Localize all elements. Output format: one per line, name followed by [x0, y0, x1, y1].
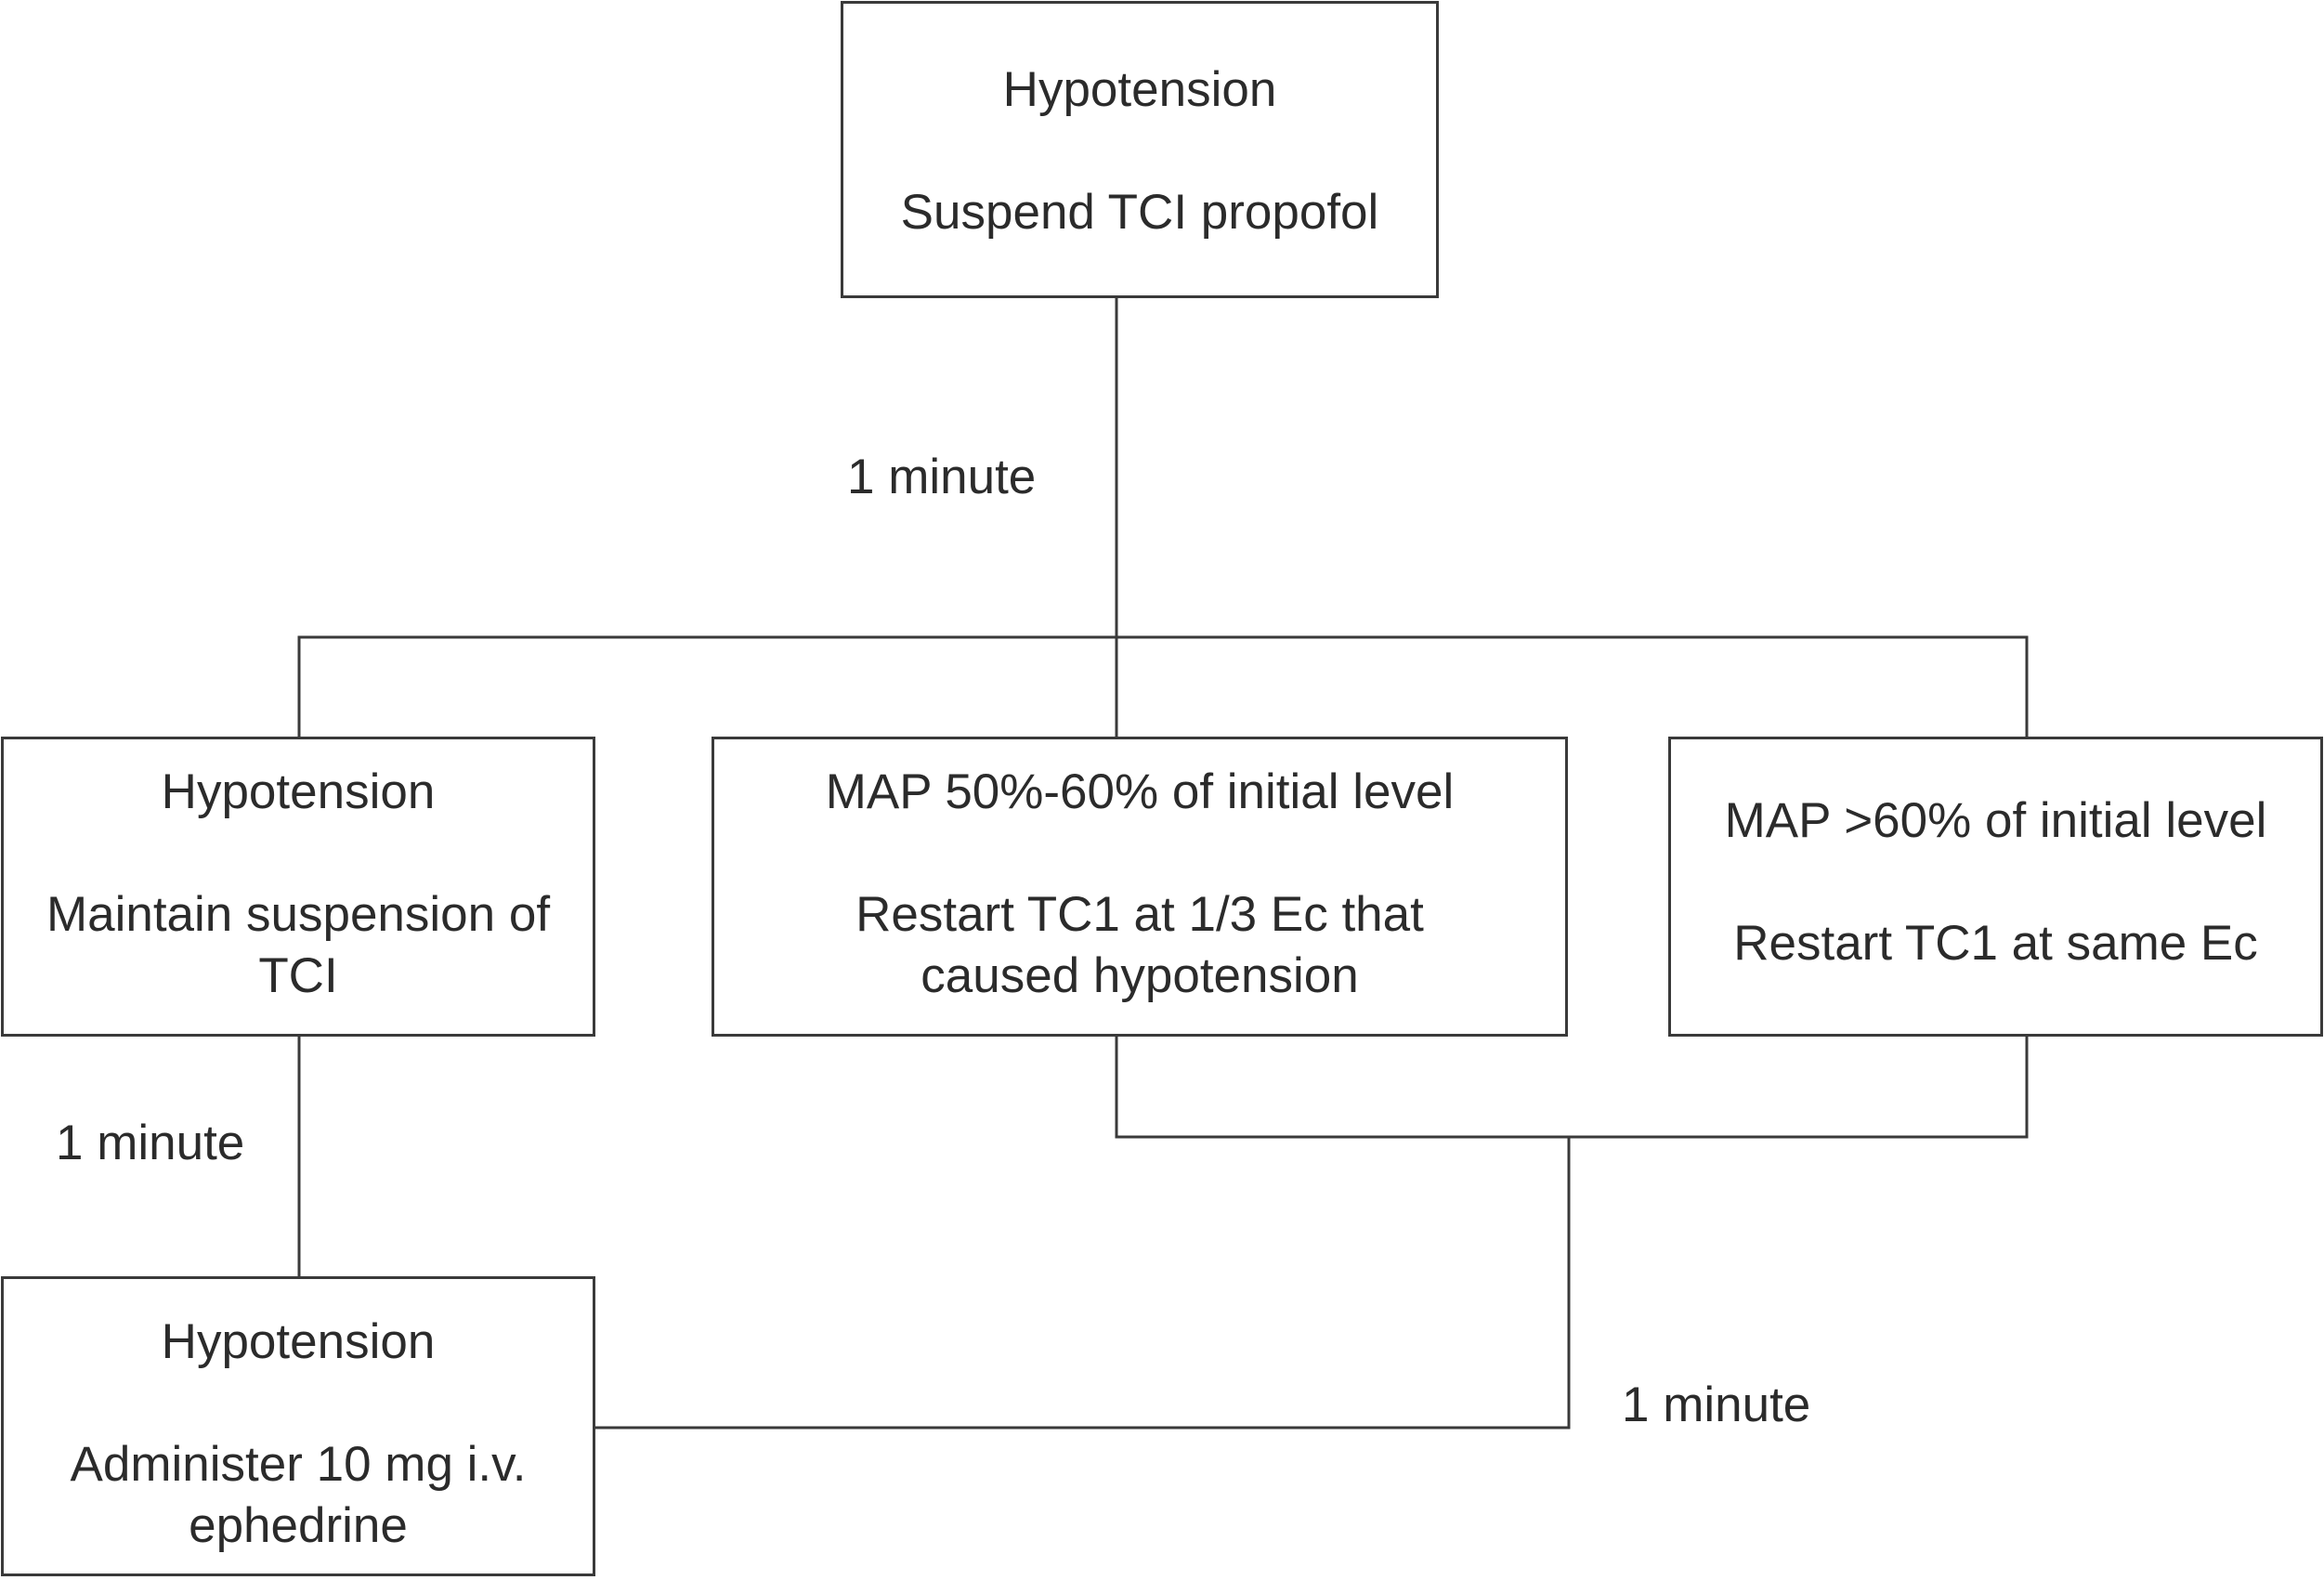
node-administer-ephedrine: Hypotension Administer 10 mg i.v. ephedr… [1, 1276, 595, 1576]
node-action: TCI [258, 948, 338, 1003]
node-action: Suspend TCI propofol [900, 185, 1379, 240]
node-heading: Hypotension [1002, 62, 1277, 117]
node-action: Restart TC1 at same Ec [1733, 916, 2258, 971]
node-action: caused hypotension [920, 948, 1359, 1003]
node-map-50-60: MAP 50%-60% of initial level Restart TC1… [712, 737, 1568, 1037]
edge-label-time: 1 minute [1622, 1378, 1811, 1432]
node-action: Administer 10 mg i.v. [70, 1437, 527, 1492]
node-heading: MAP 50%-60% of initial level [825, 764, 1455, 819]
edge-label-time: 1 minute [847, 450, 1037, 504]
connector-merge-to-bottom [594, 1135, 1571, 1430]
node-heading: Hypotension [161, 764, 436, 819]
node-heading: MAP >60% of initial level [1724, 793, 2267, 848]
connector-mid-right-merge [1115, 1035, 2029, 1139]
node-maintain-suspension: Hypotension Maintain suspension of TCI [1, 737, 595, 1037]
node-action: ephedrine [189, 1498, 408, 1553]
node-action: Maintain suspension of [46, 887, 551, 942]
node-map-above-60: MAP >60% of initial level Restart TC1 at… [1668, 737, 2323, 1037]
node-hypotension-suspend-tci: Hypotension Suspend TCI propofol [841, 1, 1439, 298]
node-heading: Hypotension [161, 1314, 436, 1369]
node-action: Restart TC1 at 1/3 Ec that [855, 887, 1424, 942]
edge-label-time: 1 minute [56, 1116, 245, 1170]
